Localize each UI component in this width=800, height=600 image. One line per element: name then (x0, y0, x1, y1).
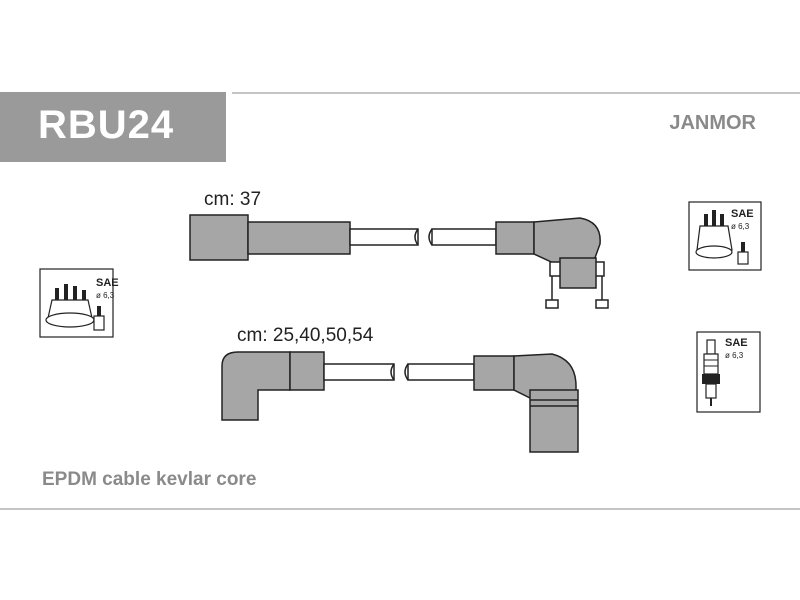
plug-boot-elbow (221, 351, 291, 421)
cable-break (414, 228, 419, 246)
distributor-cap-icon-right (688, 201, 762, 271)
straight-boot-cap (189, 214, 249, 261)
part-number-title: RBU24 (38, 103, 175, 147)
sae-label-right: SAE (731, 208, 754, 220)
lead-length-label-1: cm: 37 (204, 189, 262, 210)
sae-label-plug: SAE (725, 337, 748, 349)
title-banner (0, 92, 226, 162)
lead-length-label-2: cm: 25,40,50,54 (237, 325, 374, 346)
diameter-label-right: ø 6,3 (731, 222, 750, 231)
dist-boot-body (473, 355, 515, 391)
cable-segment (323, 363, 395, 381)
lead-2 (221, 351, 579, 453)
spark-plug-icon (696, 331, 761, 413)
top-divider (232, 92, 800, 94)
distributor-cap-icon-left (39, 268, 114, 338)
plug-boot-body (289, 351, 325, 391)
sae-label-left: SAE (96, 277, 119, 289)
cable-segment (407, 363, 475, 381)
diameter-label-left: ø 6,3 (96, 291, 115, 300)
bottom-divider (0, 508, 800, 510)
brand-name: JANMOR (669, 112, 756, 134)
cable-description: EPDM cable kevlar core (42, 469, 257, 490)
cable-segment (349, 228, 419, 246)
lead-1 (189, 214, 609, 309)
right-angle-boot-body (495, 221, 535, 255)
cable-segment (431, 228, 497, 246)
diameter-label-plug: ø 6,3 (725, 351, 744, 360)
cable-break (390, 363, 395, 381)
straight-boot-body (247, 221, 351, 255)
boot-terminal-block (559, 257, 597, 289)
